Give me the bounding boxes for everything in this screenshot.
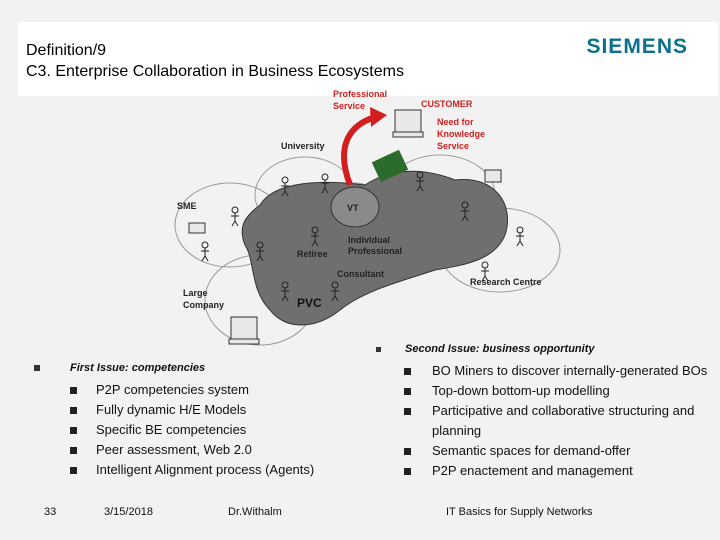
siemens-logo: SIEMENS [586, 35, 688, 58]
label-sme: SME [177, 201, 197, 211]
list-item-text: P2P enactement and management [432, 463, 633, 478]
label-individual-1: Individual [348, 235, 390, 245]
square-bullet-icon [70, 467, 77, 474]
footer-date: 3/15/2018 [104, 506, 153, 518]
label-individual-2: Professional [348, 246, 402, 256]
list-item-text: Fully dynamic H/E Models [96, 402, 247, 417]
label-large-1: Large [183, 288, 208, 298]
label-university: University [281, 141, 325, 151]
left-heading: First Issue: competencies [34, 362, 374, 374]
label-research: Research Centre [470, 277, 542, 287]
square-bullet-icon [70, 407, 77, 414]
list-item: Top-down bottom-up modelling [376, 381, 716, 401]
vt-node [330, 186, 380, 228]
slide-title: Definition/9 C3. Enterprise Collaboratio… [26, 40, 404, 82]
ecosystem-diagram: Professional Service CUSTOMER Need for K… [174, 89, 561, 346]
title-line-2: C3. Enterprise Collaboration in Business… [26, 63, 404, 80]
footer-author: Dr.Withalm [228, 506, 282, 518]
slide-header: Definition/9 C3. Enterprise Collaboratio… [18, 22, 718, 96]
list-item-text: Intelligent Alignment process (Agents) [96, 462, 315, 477]
list-item: Specific BE competencies [68, 420, 374, 440]
right-list: BO Miners to discover internally-generat… [376, 361, 716, 481]
label-pvc: PVC [297, 296, 322, 310]
label-professional-service-1: Professional [333, 89, 387, 99]
label-retiree: Retiree [297, 249, 328, 259]
list-item-text: Top-down bottom-up modelling [432, 383, 610, 398]
computer-icon [188, 109, 502, 345]
label-large-2: Company [183, 300, 224, 310]
list-item: Peer assessment, Web 2.0 [68, 440, 374, 460]
list-item-text: Specific BE competencies [96, 422, 247, 437]
left-column: First Issue: competencies P2P competenci… [34, 362, 374, 480]
list-item: BO Miners to discover internally-generat… [376, 361, 716, 381]
list-item-text: Semantic spaces for demand-offer [432, 443, 631, 458]
list-item: P2P competencies system [68, 380, 374, 400]
red-arrow [341, 114, 377, 187]
label-need-3: Service [437, 141, 469, 151]
square-bullet-icon [404, 368, 411, 375]
list-item-text: Participative and collaborative structur… [432, 403, 695, 438]
label-customer: CUSTOMER [421, 99, 473, 109]
square-bullet-icon [404, 448, 411, 455]
list-item-text: P2P competencies system [96, 382, 249, 397]
label-vt: VT [347, 203, 359, 213]
list-item-text: Peer assessment, Web 2.0 [96, 442, 252, 457]
right-column: Second Issue: business opportunity BO Mi… [376, 343, 716, 481]
people-icons [201, 171, 524, 302]
left-list: P2P competencies system Fully dynamic H/… [68, 380, 374, 480]
list-item: Intelligent Alignment process (Agents) [68, 460, 374, 480]
square-bullet-icon [70, 387, 77, 394]
right-heading: Second Issue: business opportunity [376, 343, 716, 355]
title-line-1: Definition/9 [26, 42, 107, 59]
page-number: 33 [44, 506, 57, 518]
square-bullet-icon [404, 408, 411, 415]
label-consultant: Consultant [337, 269, 384, 279]
square-bullet-icon [404, 388, 411, 395]
square-bullet-icon [404, 468, 411, 475]
right-heading-text: Second Issue: business opportunity [405, 343, 595, 355]
footer-course: IT Basics for Supply Networks [446, 506, 593, 518]
bullet-icon [34, 365, 40, 372]
bullet-icon [376, 346, 381, 352]
red-arrow-head [370, 107, 387, 127]
list-item: Fully dynamic H/E Models [68, 400, 374, 420]
label-professional-service-2: Service [333, 101, 365, 111]
label-need-2: Knowledge [437, 129, 485, 139]
list-item: Semantic spaces for demand-offer [376, 441, 716, 461]
left-heading-text: First Issue: competencies [70, 362, 206, 374]
list-item-text: BO Miners to discover internally-generat… [432, 363, 708, 378]
square-bullet-icon [70, 427, 77, 434]
label-need-1: Need for [437, 117, 474, 127]
list-item: Participative and collaborative structur… [376, 401, 716, 441]
square-bullet-icon [70, 447, 77, 454]
network-icon [371, 149, 409, 183]
list-item: P2P enactement and management [376, 461, 716, 481]
